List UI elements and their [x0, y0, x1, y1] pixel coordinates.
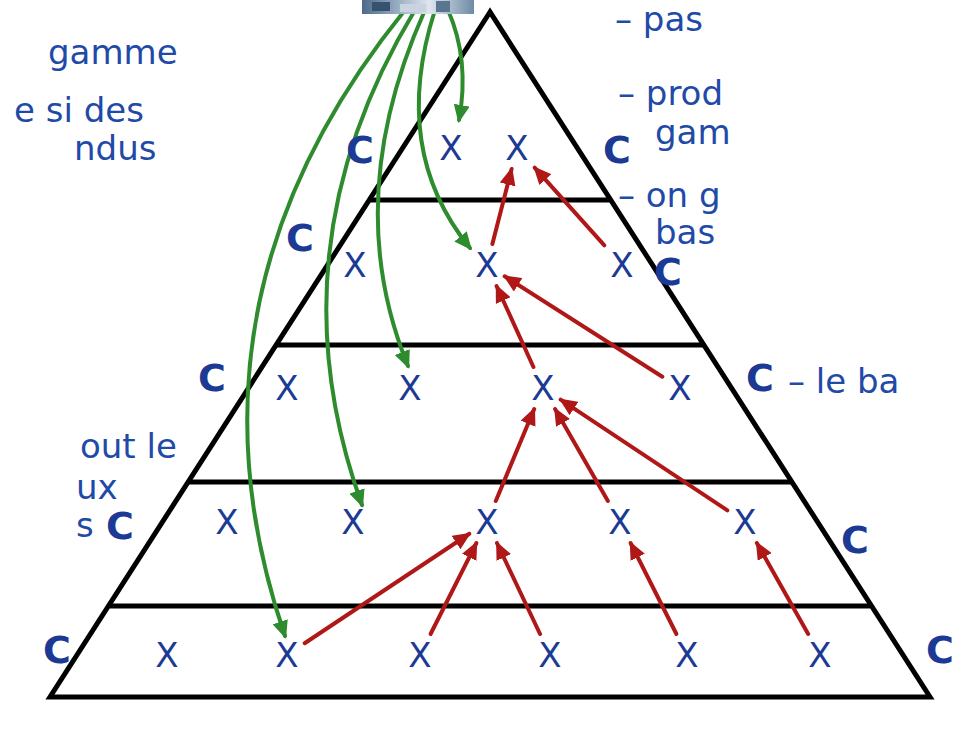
x-mark: X: [152, 637, 181, 673]
red-arrow: [561, 400, 728, 511]
corner-letter: C: [603, 131, 631, 169]
red-arrow: [555, 409, 608, 501]
red-arrow: [535, 168, 605, 246]
x-mark-text: X: [398, 371, 421, 405]
red-arrow: [505, 276, 663, 377]
x-mark-text: X: [275, 638, 298, 672]
cropped-text: gam: [655, 115, 731, 149]
x-mark: X: [535, 637, 564, 673]
red-arrow: [757, 543, 808, 634]
x-mark-text: X: [733, 505, 756, 539]
photo-thumbnail: [362, 0, 474, 14]
x-mark-text: X: [531, 371, 554, 405]
x-mark: X: [272, 370, 301, 406]
corner-letter: C: [654, 253, 682, 291]
x-mark: X: [272, 637, 301, 673]
x-mark-text: X: [343, 248, 366, 282]
x-mark-text: X: [155, 638, 178, 672]
x-mark: X: [805, 637, 834, 673]
x-mark: X: [502, 130, 531, 166]
corner-letter: C: [286, 219, 314, 257]
x-mark-text: X: [439, 131, 462, 165]
x-mark: X: [338, 504, 367, 540]
x-mark-text: X: [808, 638, 831, 672]
x-mark: X: [605, 504, 634, 540]
corner-letter: C: [926, 631, 954, 669]
red-arrow: [431, 543, 477, 634]
red-arrow: [305, 534, 470, 644]
x-mark: X: [436, 130, 465, 166]
x-mark-text: X: [610, 248, 633, 282]
red-arrow: [492, 169, 511, 244]
x-mark: X: [665, 370, 694, 406]
corner-letter: C: [841, 521, 869, 559]
x-mark: X: [405, 637, 434, 673]
cropped-text: gamme: [48, 35, 178, 69]
x-mark: X: [528, 370, 557, 406]
x-mark: X: [212, 504, 241, 540]
cropped-text: e si des: [14, 93, 144, 127]
x-mark: X: [472, 504, 501, 540]
red-arrow: [497, 543, 540, 634]
x-mark-text: X: [505, 131, 528, 165]
x-mark: X: [730, 504, 759, 540]
x-mark: X: [607, 247, 636, 283]
cropped-text: bas: [655, 215, 715, 249]
x-mark-text: X: [475, 248, 498, 282]
x-mark-text: X: [408, 638, 431, 672]
cropped-text: – pas: [615, 2, 703, 36]
pyramid-outline: [50, 12, 930, 697]
x-mark: X: [672, 637, 701, 673]
cropped-text: out le: [80, 429, 177, 463]
corner-letter: C: [346, 131, 374, 169]
x-mark: X: [472, 247, 501, 283]
x-mark-text: X: [341, 505, 364, 539]
corner-letter: C: [106, 507, 134, 545]
x-mark-text: X: [275, 371, 298, 405]
x-mark-text: X: [538, 638, 561, 672]
x-mark: X: [395, 370, 424, 406]
red-arrow: [631, 543, 677, 634]
corner-letter: C: [43, 631, 71, 669]
cropped-text: – prod: [618, 76, 723, 110]
cropped-text: – le ba: [788, 364, 899, 398]
red-arrow: [497, 286, 534, 367]
cropped-text: s: [76, 508, 94, 542]
corner-letter: C: [746, 359, 774, 397]
x-mark-text: X: [608, 505, 631, 539]
cropped-text: ux: [76, 470, 118, 504]
cropped-text: – on g: [618, 178, 721, 212]
x-mark-text: X: [675, 638, 698, 672]
red-arrow: [496, 409, 534, 501]
x-mark-text: X: [215, 505, 238, 539]
cropped-text: ndus: [74, 131, 156, 165]
x-mark-text: X: [668, 371, 691, 405]
green-arrows: [247, 10, 470, 636]
x-mark-text: X: [475, 505, 498, 539]
corner-letter: C: [198, 359, 226, 397]
x-mark: X: [340, 247, 369, 283]
